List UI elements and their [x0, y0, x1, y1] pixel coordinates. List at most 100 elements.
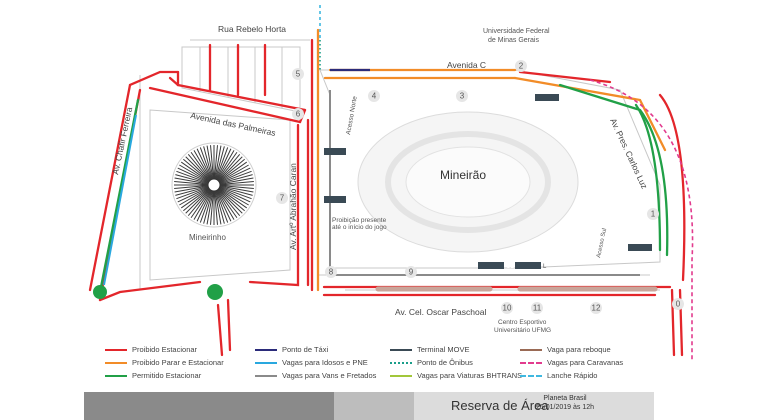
legend-item-0: Proibido Estacionar	[105, 345, 197, 354]
label-av-carlos-luz: Av. Pres. Carlos Luz	[608, 117, 649, 191]
point-marker-0: 0	[672, 298, 684, 310]
legend-swatch	[255, 348, 277, 351]
point-marker-1: 1	[647, 208, 659, 220]
label-rua-rebelo-horta: Rua Rebelo Horta	[218, 24, 286, 34]
label-centro-2: Universitário UFMG	[494, 327, 551, 334]
label-g2: G2	[506, 264, 515, 270]
point-marker-10: 10	[501, 302, 513, 314]
legend-label: Vagas para Vans e Fretados	[282, 371, 377, 380]
label-avenida-c: Avenida C	[447, 60, 486, 70]
point-marker-3: 3	[456, 90, 468, 102]
vagas-caravanas-line	[589, 79, 694, 360]
label-mineirao: Mineirão	[440, 168, 486, 182]
legend-label: Ponto de Táxi	[282, 345, 329, 354]
move-terminal-markers	[324, 94, 652, 269]
legend-item-6: Terminal MOVE	[390, 345, 470, 354]
point-marker-9: 9	[405, 266, 417, 278]
legend-item-3: Ponto de Táxi	[255, 345, 328, 354]
label-l: L	[543, 264, 547, 270]
label-acesso-sul: Acesso Sul	[596, 228, 608, 259]
permitido-estacionar-roads	[98, 83, 669, 294]
legend-label: Ponto de Ônibus	[417, 358, 473, 367]
footer-bar: Reserva de Área Planeta Brasil 26/01/201…	[84, 392, 654, 420]
label-acesso-norte: Acesso Norte	[345, 95, 359, 135]
svg-text:1: 1	[651, 210, 656, 219]
legend-swatch	[390, 348, 412, 351]
label-ufmg-2: de Minas Gerais	[488, 37, 539, 44]
svg-text:4: 4	[372, 92, 377, 101]
label-ufmg-1: Universidade Federal	[483, 28, 550, 35]
point-marker-8: 8	[325, 266, 337, 278]
point-marker-7: 7	[276, 192, 288, 204]
legend-label: Vagas para Caravanas	[547, 358, 624, 367]
legend-item-10: Vagas para Caravanas	[520, 358, 623, 367]
mineirinho-arena	[171, 142, 257, 228]
svg-text:2: 2	[519, 62, 524, 71]
point-marker-5: 5	[292, 68, 304, 80]
label-proibicao-2: até o início do jogo	[332, 224, 387, 231]
legend-item-2: Permitido Estacionar	[105, 371, 201, 380]
svg-text:9: 9	[409, 268, 414, 277]
point-marker-6: 6	[292, 108, 304, 120]
legend-item-9: Vaga para reboque	[520, 345, 611, 354]
vagas-idosos-line	[103, 114, 137, 286]
footer-date: 26/01/2019 às 12h	[536, 404, 594, 411]
svg-text:12: 12	[592, 304, 601, 313]
legend-swatch	[520, 361, 542, 364]
svg-text:7: 7	[280, 194, 285, 203]
footer-block-dark	[84, 392, 334, 420]
legend-label: Vagas para Idosos e PNE	[282, 358, 368, 367]
proibido-parar-roads	[316, 28, 667, 292]
label-proibicao-1: Proibição presente	[332, 217, 387, 224]
legend-label: Lanche Rápido	[547, 371, 598, 380]
svg-text:0: 0	[676, 300, 681, 309]
legend-item-4: Vagas para Idosos e PNE	[255, 358, 368, 367]
legend-swatch	[390, 374, 412, 377]
mineirao-stadium	[357, 111, 579, 253]
svg-text:10: 10	[503, 304, 512, 313]
roundabout-center	[207, 284, 223, 300]
legend-item-7: Ponto de Ônibus	[390, 358, 473, 367]
label-av-caran: Av. Artº Abrahão Caran	[288, 163, 298, 250]
label-centro-1: Centro Esportivo	[498, 319, 547, 326]
legend-item-11: Lanche Rápido	[520, 371, 597, 380]
legend-swatch	[255, 374, 277, 377]
svg-text:8: 8	[329, 268, 334, 277]
legend-swatch	[105, 361, 127, 364]
legend-label: Terminal MOVE	[417, 345, 470, 354]
roundabout-west	[93, 285, 107, 299]
label-mineirinho: Mineirinho	[189, 233, 226, 242]
legend-label: Vagas para Viaturas BHTRANS	[417, 371, 523, 380]
legend-swatch	[390, 361, 412, 364]
point-marker-12: 12	[590, 302, 602, 314]
legend-item-8: Vagas para Viaturas BHTRANS	[390, 371, 522, 380]
svg-text:6: 6	[296, 110, 301, 119]
svg-text:3: 3	[460, 92, 465, 101]
legend-swatch	[105, 374, 127, 377]
legend-item-5: Vagas para Vans e Fretados	[255, 371, 376, 380]
footer-title: Reserva de Área	[451, 398, 549, 413]
legend-swatch	[520, 374, 542, 377]
point-marker-4: 4	[368, 90, 380, 102]
footer-event-info: Planeta Brasil 26/01/2019 às 12h	[536, 394, 594, 412]
svg-text:5: 5	[296, 70, 301, 79]
footer-event: Planeta Brasil	[543, 395, 587, 402]
legend-swatch	[105, 348, 127, 351]
legend-item-1: Proibido Parar e Estacionar	[105, 358, 224, 367]
legend-label: Vaga para reboque	[547, 345, 611, 354]
label-av-paschoal: Av. Cel. Oscar Paschoal	[395, 307, 486, 317]
legend-swatch	[520, 348, 542, 351]
svg-text:11: 11	[533, 304, 542, 313]
vagas-vans-line	[329, 90, 640, 276]
point-marker-2: 2	[515, 60, 527, 72]
legend-swatch	[255, 361, 277, 364]
footer-block-mid	[334, 392, 414, 420]
legend-label: Proibido Estacionar	[132, 345, 198, 354]
footer-block-light: Reserva de Área Planeta Brasil 26/01/201…	[414, 392, 654, 420]
point-marker-11: 11	[531, 302, 543, 314]
legend-label: Proibido Parar e Estacionar	[132, 358, 224, 367]
legend-label: Permitido Estacionar	[132, 371, 202, 380]
